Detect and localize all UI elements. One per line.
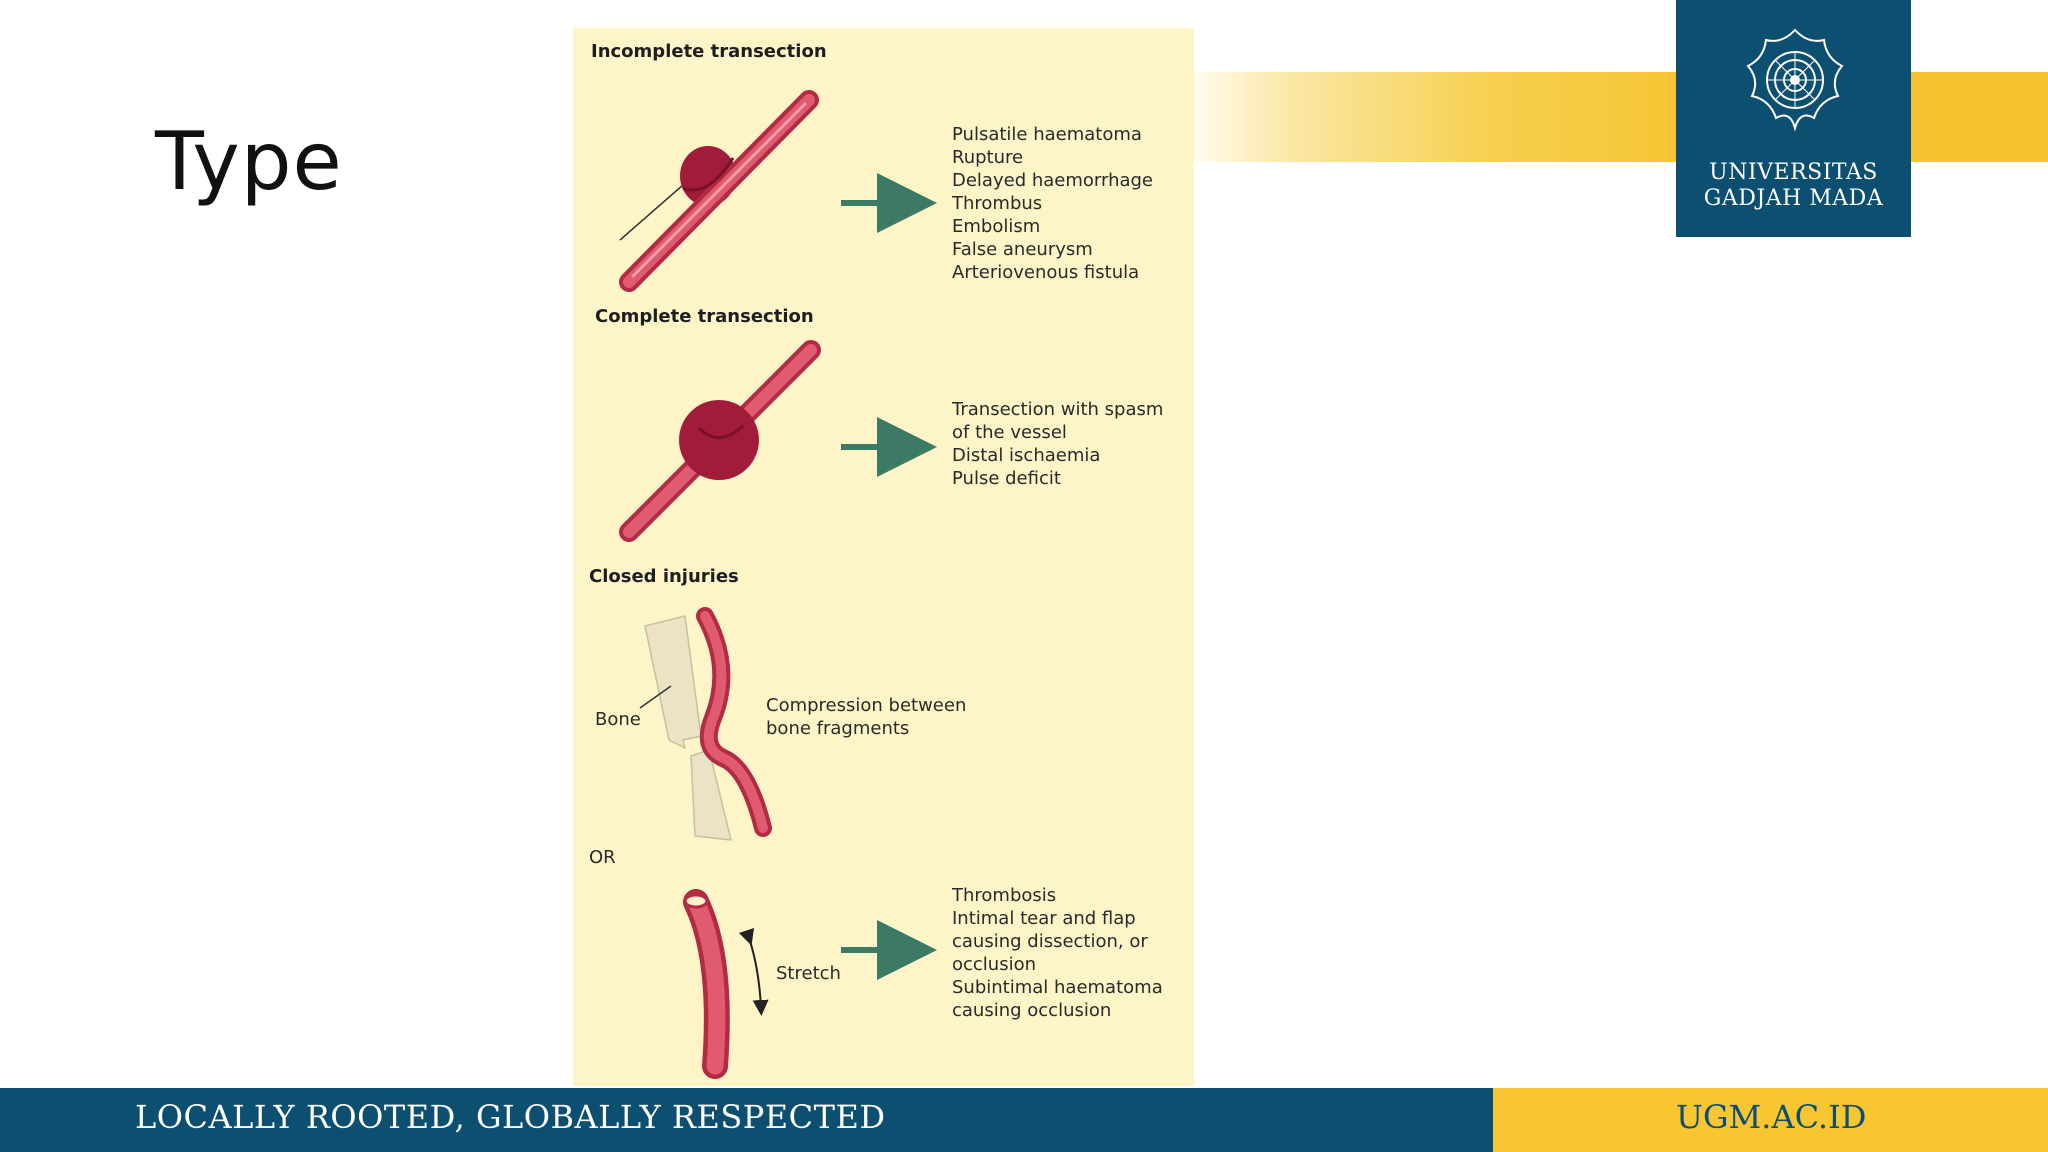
- footer-tagline: LOCALLY ROOTED, GLOBALLY RESPECTED: [135, 1098, 886, 1136]
- ugm-emblem-icon: [1746, 28, 1844, 132]
- vascular-injury-figure: Incomplete transection Pulsatile haemato…: [573, 28, 1194, 1086]
- logo-text-line1: UNIVERSITAS: [1709, 160, 1878, 185]
- figure-illustrations: [619, 90, 937, 1079]
- heading-incomplete-transection: Incomplete transection: [591, 41, 827, 62]
- heading-complete-transection: Complete transection: [595, 306, 814, 327]
- stretch-label: Stretch: [776, 963, 841, 984]
- outcomes-closed-injuries: Thrombosis Intimal tear and flap causing…: [952, 885, 1163, 1021]
- footer-tagline-bar: LOCALLY ROOTED, GLOBALLY RESPECTED: [0, 1088, 1493, 1152]
- outcomes-complete-transection: Transection with spasm of the vessel Dis…: [952, 399, 1164, 489]
- footer-website-bar: UGM.AC.ID: [1493, 1088, 2048, 1152]
- logo-text-line2: GADJAH MADA: [1703, 186, 1884, 211]
- bone-compression-illustration: [639, 607, 772, 841]
- outcomes-incomplete-transection: Pulsatile haematoma Rupture Delayed haem…: [952, 124, 1154, 283]
- incomplete-transection-illustration: [619, 90, 819, 292]
- complete-transection-illustration: [619, 340, 821, 542]
- footer-website: UGM.AC.ID: [1676, 1098, 1867, 1136]
- university-logo: UNIVERSITAS GADJAH MADA: [1676, 0, 1911, 237]
- slide-title: Type: [155, 115, 343, 208]
- stretch-injury-illustration: [683, 889, 769, 1079]
- or-label: OR: [589, 847, 616, 868]
- bone-label: Bone: [595, 709, 641, 730]
- heading-closed-injuries: Closed injuries: [589, 566, 739, 587]
- header-gold-band: [1190, 72, 2048, 162]
- compression-text: Compression between bone fragments: [766, 695, 967, 739]
